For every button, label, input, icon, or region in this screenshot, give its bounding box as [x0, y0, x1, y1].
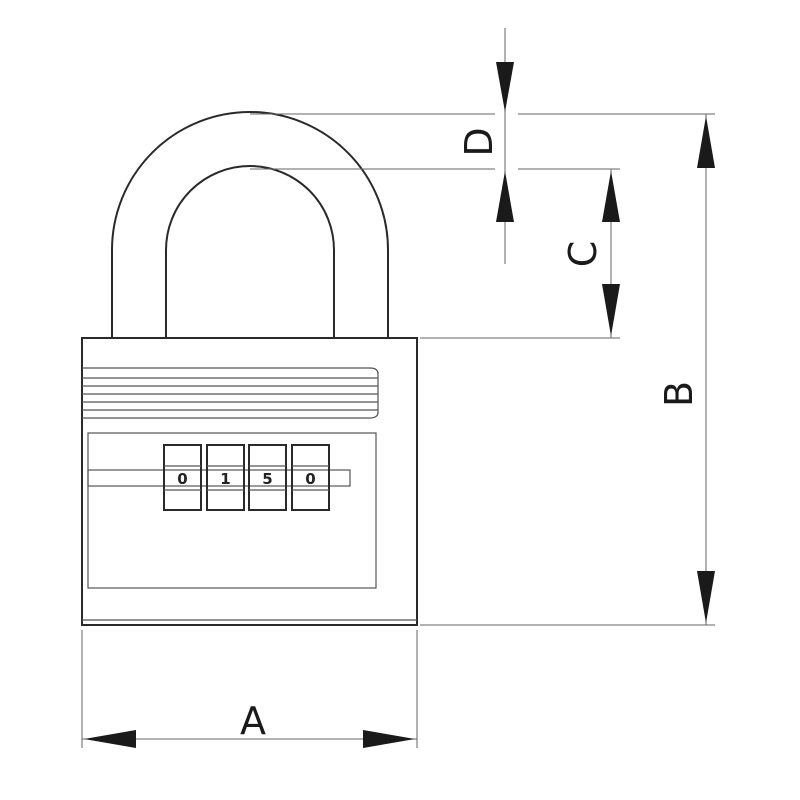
- dial-digit-4: 0: [305, 470, 315, 488]
- lock-body: [81, 337, 418, 626]
- dial-wheel-3[interactable]: [248, 444, 287, 511]
- dial-axle: [87, 469, 351, 487]
- dial-wheel-4[interactable]: [291, 444, 330, 511]
- grip-ridges: [82, 367, 379, 419]
- dimension-b-label: B: [657, 381, 701, 407]
- dial-digit-2: 1: [220, 470, 230, 488]
- dimension-b: B: [657, 114, 715, 625]
- dimension-c: C: [561, 169, 620, 338]
- dial-digit-1: 0: [177, 470, 187, 488]
- dial-panel: [87, 432, 377, 589]
- shackle: [111, 111, 389, 338]
- combination-dial: 0 1 5 0: [163, 444, 330, 511]
- dimension-d-label: D: [457, 127, 501, 156]
- dial-digit-3: 5: [262, 470, 272, 488]
- dial-wheel-2[interactable]: [206, 444, 245, 511]
- dimension-a: A: [82, 699, 417, 748]
- dimension-a-label: A: [240, 699, 266, 743]
- dimension-d: D: [457, 28, 514, 264]
- dimension-c-label: C: [561, 241, 605, 268]
- dial-wheel-1[interactable]: [163, 444, 202, 511]
- extension-lines: [81, 113, 715, 748]
